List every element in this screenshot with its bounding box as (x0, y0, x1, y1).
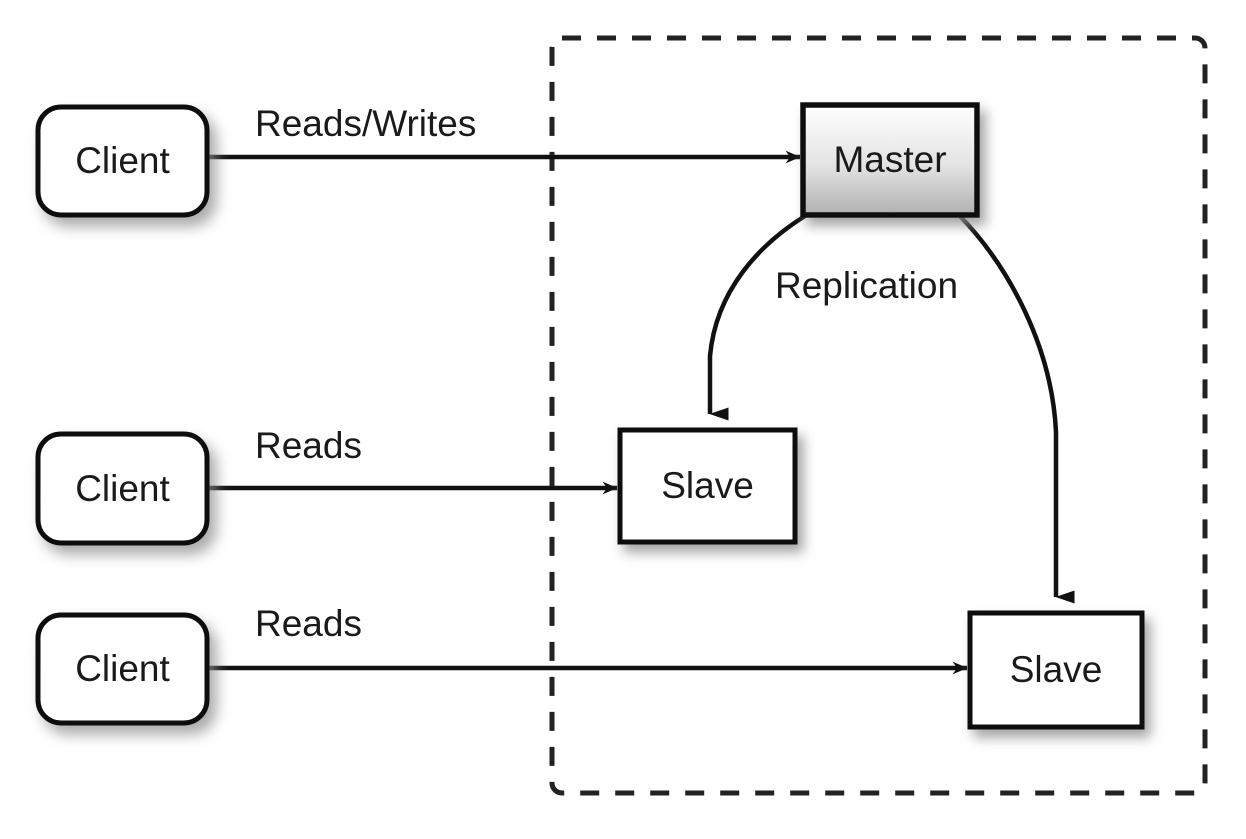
edge-label-reads-writes: Reads/Writes (255, 103, 477, 144)
node-client-3[interactable] (35, 612, 210, 726)
node-client-2[interactable] (35, 431, 210, 546)
node-slave-1[interactable] (617, 427, 798, 545)
edge-master-to-slave2-replication (958, 214, 1075, 604)
node-slave-2[interactable] (967, 610, 1145, 730)
edge-label-reads-slave1: Reads (255, 425, 362, 466)
node-client-1[interactable] (35, 104, 210, 218)
edge-label-reads-slave2: Reads (255, 603, 362, 644)
node-master[interactable] (800, 102, 980, 218)
edge-label-replication: Replication (775, 265, 959, 306)
database-cluster-boundary (549, 35, 1208, 796)
edge-master-to-slave1-replication (707, 214, 807, 421)
